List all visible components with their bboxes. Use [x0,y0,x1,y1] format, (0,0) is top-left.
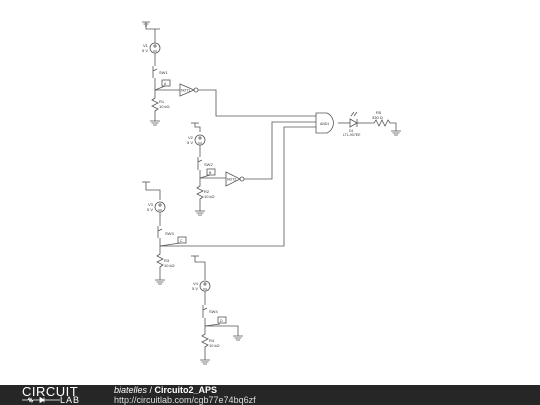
voltage-source-v4[interactable]: V4 5 V [192,280,211,292]
r3-name: R3 [164,258,170,263]
not-gate-not2[interactable]: NOT2 [225,171,245,187]
logo-circuit-text: CIRCUIT [22,384,79,399]
not2-name: NOT2 [227,178,236,182]
v4-value: 5 V [192,286,198,291]
switch-sw2[interactable]: SW2 [197,145,213,178]
d1-name: D1 [349,129,354,133]
node-b-text: B [209,171,212,175]
circuit-title: Circuito2_APS [154,385,218,395]
sw3-name: SW3 [165,231,174,236]
ground-symbol [142,21,160,30]
sw1-name: SW1 [159,70,168,75]
r1-value: 10 kΩ [159,104,170,109]
node-d-text: D [220,319,223,323]
d1-value: LTL-907EE [343,133,361,137]
node-label-c: C [159,236,187,247]
led-d1[interactable]: D1 LTL-907EE [343,111,370,137]
ground-symbol [191,255,206,280]
circuitlab-logo[interactable]: CIRCUIT LAB [22,384,94,405]
ground-symbol [200,359,210,365]
voltage-source-v3[interactable]: V3 5 V [147,201,166,213]
resistor-r5[interactable]: R5 330 Ω [370,110,397,131]
v2-value: 5 V [187,140,193,145]
and1-name: AND1 [320,122,329,126]
r5-value: 330 Ω [372,115,383,120]
node-label-b: B [199,168,216,179]
v1-name: V1 [143,43,149,48]
resistor-r1[interactable]: R1 10 kΩ [151,90,170,121]
logo-lab-text: LAB [60,395,81,405]
r4-value: 10 kΩ [209,343,220,348]
wire [160,126,316,247]
node-label-a: A [154,79,171,91]
r3-value: 10 kΩ [164,263,175,268]
r2-name: R2 [204,189,210,194]
voltage-source-v1[interactable]: V1 5 V [142,29,161,54]
ground-symbol [391,130,401,136]
switch-sw3[interactable]: SW3 [157,212,174,246]
resistor-r4[interactable]: R4 10 kΩ [201,326,220,360]
circuit-url[interactable]: http://circuitlab.com/cgb77e74bq6zf [114,395,256,405]
logo-trace-icon [22,397,60,403]
ground-symbol [233,335,243,341]
author-link[interactable]: biatelles [114,385,148,395]
node-a-text: A [164,82,167,86]
resistor-r2[interactable]: R2 10 kΩ [196,178,215,211]
ground-symbol [155,279,165,285]
wire [205,325,239,336]
r5-name: R5 [376,110,382,115]
wire [244,121,316,180]
sw4-name: SW4 [209,309,218,314]
switch-sw1[interactable]: SW1 [152,53,168,90]
title-separator: / [147,385,155,395]
node-label-d: D [204,316,227,327]
v2-name: V2 [188,135,194,140]
ground-symbol [142,181,161,200]
ground-symbol [195,210,205,216]
v3-value: 5 V [147,207,153,212]
switch-sw4[interactable]: SW4 [202,291,218,326]
resistor-r3[interactable]: R3 10 kΩ [156,246,175,280]
ground-symbol [191,122,201,132]
wire [198,89,316,117]
v4-name: V4 [193,281,199,286]
v1-value: 5 V [142,48,148,53]
node-c-text: C [180,239,183,243]
circuit-schematic: V1 5 V SW1 A R1 10 kΩ NOT1 AND1 D1 LTL- [142,21,401,365]
footer-title-line: biatelles / Circuito2_APS [114,385,217,395]
and-gate-and1[interactable]: AND1 [315,112,334,134]
footer-bar: CIRCUIT LAB biatelles / Circuito2_APS ht… [0,384,540,405]
not1-name: NOT1 [181,89,190,93]
not-gate-not1[interactable]: NOT1 [179,83,199,97]
ground-symbol [150,120,160,126]
r1-name: R1 [159,99,165,104]
r2-value: 10 kΩ [204,194,215,199]
voltage-source-v2[interactable]: V2 5 V [187,134,206,146]
r4-name: R4 [209,338,215,343]
v3-name: V3 [148,202,154,207]
sw2-name: SW2 [204,162,213,167]
